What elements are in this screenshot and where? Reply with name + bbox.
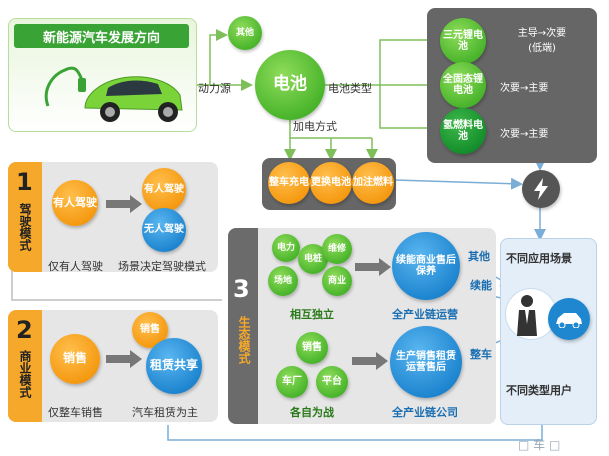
business-left-circle: 销售 [50, 334, 100, 384]
eco-bottom-green-caption: 各自为战 [290, 406, 334, 419]
eco-bottom-arrow [352, 352, 388, 370]
driving-right-bottom-label: 无人驾驶 [144, 224, 184, 236]
eco-bottom-circle-factory-label: 车厂 [282, 376, 302, 388]
section-business-sidebar [8, 310, 42, 422]
battery-circle: 电池 [255, 50, 325, 120]
eco-top-circle-power: 电力 [272, 234, 300, 262]
battery-type-hydrogen-role: 次要→主要 [500, 129, 549, 140]
eco-bottom-blue-caption: 全产业链公司 [392, 406, 458, 419]
driving-right-top-circle: 有人驾驶 [142, 168, 186, 212]
business-right-main-circle: 租赁共享 [146, 338, 202, 394]
section-driving-sidebar [8, 162, 42, 272]
eco-bottom-circle-factory: 车厂 [276, 366, 308, 398]
battery-type-ternary-name: 三元锂电池 [443, 29, 483, 53]
business-right-caption: 汽车租赁为主 [132, 406, 198, 419]
driving-right-caption: 场景决定驾驶模式 [118, 260, 206, 273]
eco-bottom-circle-platform-label: 平台 [322, 376, 342, 388]
business-left-caption: 仅整车销售 [48, 406, 103, 419]
battery-type-ternary-role-text: 主导→次要 [517, 28, 567, 39]
eco-top-circle-pile-label: 电桩 [303, 253, 322, 264]
eco-bottom-circle-sales-label: 销售 [302, 342, 322, 354]
car-shape-icon [556, 313, 582, 328]
lightning-icon [522, 170, 560, 208]
section-driving-name: 驾驶模式 [18, 203, 32, 251]
flow-label-other: 其他 [468, 250, 490, 263]
eco-bottom-circle-sales: 销售 [296, 332, 328, 364]
business-left-circle-label: 销售 [62, 351, 87, 366]
eco-top-circle-site: 场地 [268, 266, 298, 296]
charge-method-label: 加电方式 [293, 120, 337, 133]
battery-type-ternary: 三元锂电池 [440, 18, 486, 64]
charge-method-whole-car: 整车充电 [268, 162, 310, 204]
charge-method-battery-swap-label: 更换电池 [311, 177, 351, 189]
eco-top-green-caption: 相互独立 [290, 308, 334, 321]
eco-top-circle-repair: 维修 [322, 234, 352, 264]
driving-right-bottom-circle: 无人驾驶 [142, 208, 186, 252]
battery-type-solid-state-name: 全固态锂电池 [443, 73, 483, 97]
battery-type-ternary-note: (低端) [528, 43, 556, 54]
lightning-bolt-icon [534, 178, 548, 200]
eco-top-circle-commerce: 商业 [322, 266, 352, 296]
section-driving-number: 1 [16, 168, 33, 196]
eco-bottom-blue-label: 生产销售租赁运营售后 [396, 350, 456, 374]
battery-type-hydrogen: 氢燃料电池 [440, 108, 486, 154]
battery-type-ternary-role: 主导→次要 (低端) [493, 24, 591, 54]
page-title: 新能源汽车发展方向 [14, 24, 189, 48]
scene-label: 不同应用场景 [506, 252, 572, 265]
eco-top-circle-commerce-label: 商业 [327, 275, 346, 286]
person-icon [517, 295, 537, 336]
car-icon [548, 298, 590, 340]
business-right-top-label: 销售 [140, 324, 160, 336]
eco-top-blue-caption: 全产业链运营 [392, 308, 458, 321]
section-ecosystem-number: 3 [233, 275, 250, 303]
eco-top-circle-repair-label: 维修 [327, 243, 346, 254]
charge-method-battery-swap: 更换电池 [310, 162, 352, 204]
eco-top-blue-circle: 续能商业售后保养 [392, 232, 460, 300]
other-power-label: 其他 [235, 27, 254, 38]
battery-type-solid-state-role: 次要→主要 [500, 83, 549, 94]
battery-type-hydrogen-name: 氢燃料电池 [443, 119, 483, 143]
flow-label-energy: 续能 [470, 279, 492, 292]
other-power-circle: 其他 [228, 16, 262, 50]
driving-left-circle-label: 有人驾驶 [53, 195, 97, 209]
section-ecosystem-name: 生态模式 [237, 316, 251, 364]
eco-top-arrow [355, 258, 391, 276]
battery-type-label: 电池类型 [328, 82, 372, 95]
business-right-main-label: 租赁共享 [149, 358, 198, 373]
driving-right-top-label: 有人驾驶 [144, 184, 184, 196]
eco-top-circle-site-label: 场地 [273, 275, 292, 286]
eco-top-blue-label: 续能商业售后保养 [396, 254, 456, 278]
eco-bottom-circle-platform: 平台 [316, 366, 348, 398]
driving-left-caption: 仅有人驾驶 [48, 260, 103, 273]
battery-label: 电池 [273, 74, 307, 95]
section-business-name: 商业模式 [18, 350, 32, 398]
eco-bottom-blue-circle: 生产销售租赁运营售后 [390, 326, 462, 398]
charge-method-refuel: 加注燃料 [352, 162, 394, 204]
charge-method-refuel-label: 加注燃料 [353, 177, 393, 189]
watermark: □ 车 □ [518, 438, 561, 452]
section-ecosystem-sidebar [228, 228, 258, 424]
driving-arrow [106, 195, 142, 213]
business-arrow [106, 350, 142, 368]
driving-left-circle: 有人驾驶 [52, 180, 98, 226]
flow-label-vehicle: 整车 [470, 348, 492, 361]
power-source-label: 动力源 [198, 82, 231, 95]
charge-method-whole-car-label: 整车充电 [269, 177, 309, 189]
section-business-number: 2 [16, 316, 33, 344]
battery-type-solid-state: 全固态锂电池 [440, 62, 486, 108]
user-label: 不同类型用户 [506, 384, 572, 397]
electric-car-icon [44, 66, 183, 122]
eco-top-circle-power-label: 电力 [276, 242, 295, 253]
